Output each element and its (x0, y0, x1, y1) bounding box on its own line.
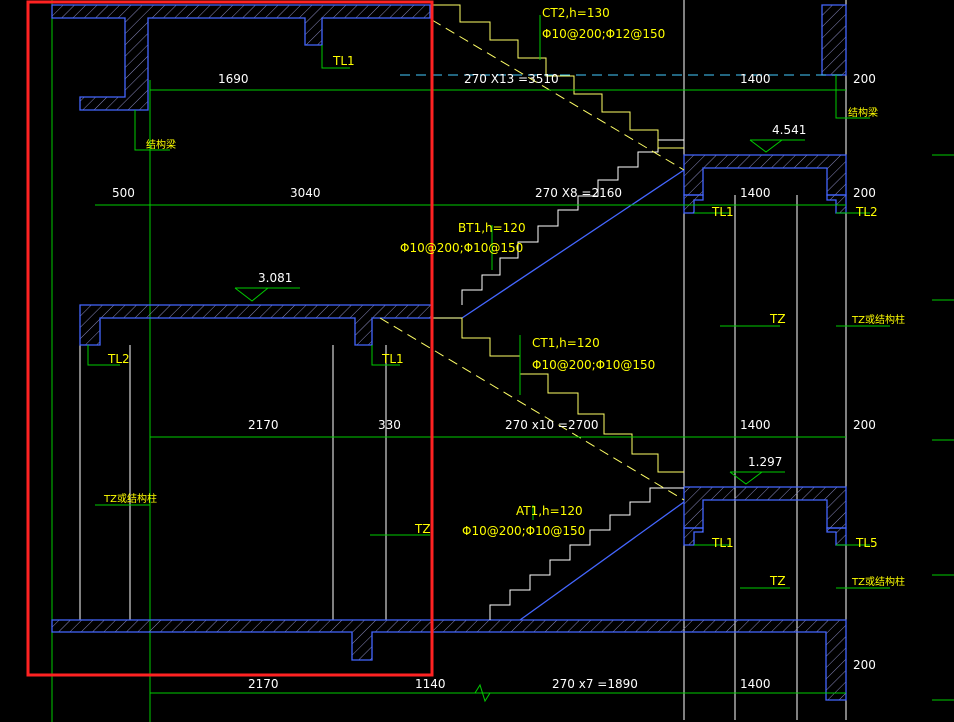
tl1-top-label: TL1 (332, 54, 355, 68)
elev-4541: 4.541 (772, 123, 806, 137)
tz-low-right-label: TZ (769, 574, 786, 588)
concrete-elements (51, 4, 847, 701)
tl1-mid-right-label: TL1 (711, 205, 734, 219)
leader-lines (87, 15, 890, 589)
tl5-low-right-label: TL5 (855, 536, 878, 550)
annotation-text: CT2,h=130 Φ10@200;Φ12@150 BT1,h=120 Φ10@… (103, 6, 905, 588)
tl2-left-label: TL2 (107, 352, 130, 366)
dim-200-bottom: 200 (853, 658, 876, 672)
dim-2170-mid: 2170 (248, 418, 279, 432)
bt1-title: BT1,h=120 (458, 221, 526, 235)
axis-lines (51, 0, 954, 722)
tz-mid-right-label: TZ (769, 312, 786, 326)
tz-jgz-mid-right-label: TZ或结构柱 (851, 313, 905, 326)
top-slab (51, 4, 431, 111)
ct1-title: CT1,h=120 (532, 336, 600, 350)
elev-3081: 3.081 (258, 271, 292, 285)
ct2-rebar: Φ10@200;Φ12@150 (542, 27, 665, 41)
dim-2170-bottom: 2170 (248, 677, 279, 691)
dim-1400-bottom: 1400 (740, 677, 771, 691)
dim-1140: 1140 (415, 677, 446, 691)
dim-270x7: 270 x7 =1890 (552, 677, 638, 691)
dim-3040: 3040 (290, 186, 321, 200)
dim-270x8: 270 X8 =2160 (535, 186, 622, 200)
at1-title: AT1,h=120 (516, 504, 583, 518)
stair-flight-bt1 (461, 139, 684, 305)
dim-500: 500 (112, 186, 135, 200)
wall-lines (79, 0, 847, 720)
dim-1400-low: 1400 (740, 418, 771, 432)
dim-200-low: 200 (853, 418, 876, 432)
jgl-top-left-label: 结构梁 (146, 138, 176, 151)
at1-rebar: Φ10@200;Φ10@150 (462, 524, 585, 538)
tz-jgz-left-label: TZ或结构柱 (103, 492, 157, 505)
stair-flight-at1-soffit (519, 501, 685, 621)
dim-1400-mid: 1400 (740, 186, 771, 200)
landing-4541-beam-l (683, 194, 704, 214)
landing-4541-beam-r (826, 194, 847, 214)
tl1-center-label: TL1 (381, 352, 404, 366)
landing-1297 (683, 486, 847, 529)
elevation-text: 4.541 3.081 1.297 (258, 123, 806, 469)
tz-center-label: TZ (414, 522, 431, 536)
dim-1690: 1690 (218, 72, 249, 86)
elev-1297: 1.297 (748, 455, 782, 469)
ct1-rebar: Φ10@200;Φ10@150 (532, 358, 655, 372)
dim-270x13: 270 X13 =3510 (464, 72, 559, 86)
hidden-flight-ct1 (379, 317, 685, 501)
landing-1297-beam-l (683, 527, 704, 546)
hidden-flight-ct2 (431, 4, 685, 171)
dim-1400-top: 1400 (740, 72, 771, 86)
landing-3081 (79, 304, 433, 346)
tl1-low-right-label: TL1 (711, 536, 734, 550)
dimension-lines (95, 74, 846, 703)
dim-270x10: 270 x10 =2700 (505, 418, 599, 432)
tz-jgz-low-right-label: TZ或结构柱 (851, 575, 905, 588)
dim-330: 330 (378, 418, 401, 432)
elevation-markers (234, 139, 805, 485)
dim-200-top: 200 (853, 72, 876, 86)
bt1-rebar: Φ10@200;Φ10@150 (400, 241, 523, 255)
dimension-text: 1690 270 X13 =3510 1400 200 500 3040 270… (112, 72, 876, 691)
tl2-mid-right-label: TL2 (855, 205, 878, 219)
stair-flight-at1 (489, 487, 684, 620)
landing-1297-beam-r (826, 527, 847, 546)
ground-slab (51, 619, 847, 701)
upper-right-column (821, 4, 847, 76)
highlight-box (26, 0, 434, 677)
jgl-top-right-label: 结构梁 (848, 106, 878, 119)
dim-200-mid: 200 (853, 186, 876, 200)
ct2-title: CT2,h=130 (542, 6, 610, 20)
